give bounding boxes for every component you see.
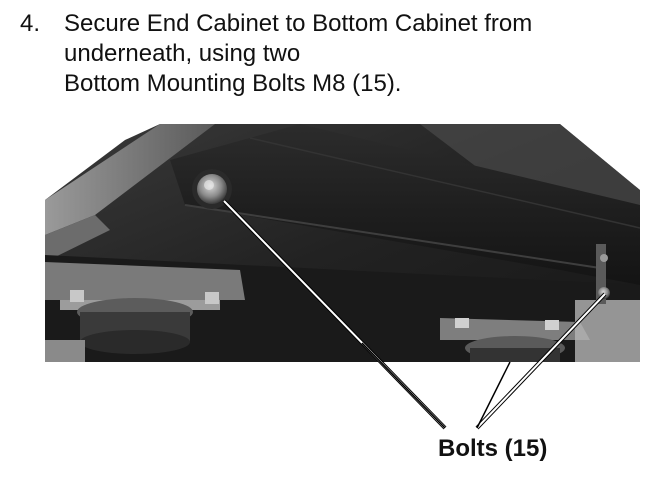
step-instruction: Secure End Cabinet to Bottom Cabinet fro…: [64, 9, 654, 99]
step-line-1: Secure End Cabinet to Bottom Cabinet fro…: [64, 10, 533, 37]
step-line-2: underneath, using two: [64, 40, 301, 67]
instruction-step: 4. Secure End Cabinet to Bottom Cabinet …: [0, 0, 669, 110]
step-number: 4.: [20, 10, 41, 37]
photo-scene: [45, 124, 640, 362]
callout-leader-lines: [222, 199, 607, 430]
step-line-3: Bottom Mounting Bolts M8 (15).: [64, 70, 402, 97]
bolts-callout-label: Bolts (15): [438, 435, 548, 462]
